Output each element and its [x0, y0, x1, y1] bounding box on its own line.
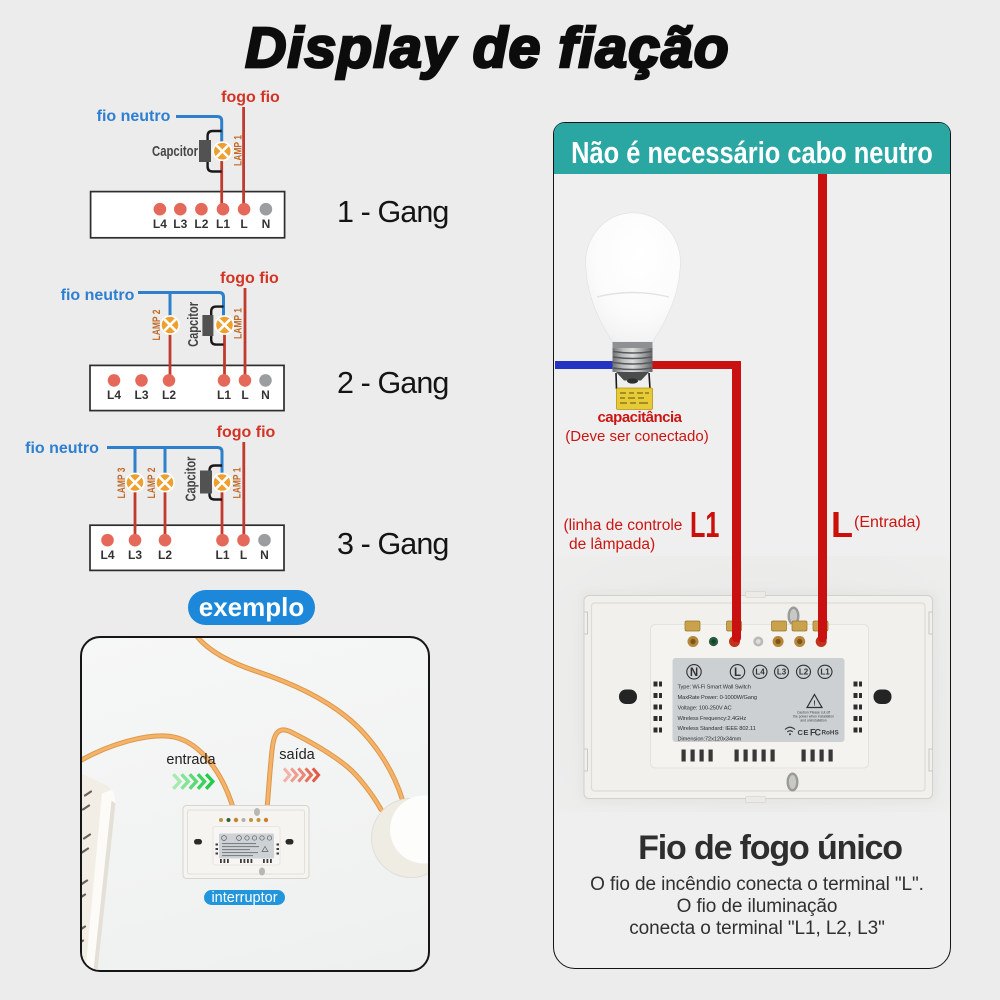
svg-text:LAMP 1: LAMP 1 — [231, 468, 243, 499]
svg-text:CE: CE — [797, 728, 808, 737]
svg-text:L1: L1 — [216, 217, 230, 231]
svg-text:Caution Please cut off: Caution Please cut off — [796, 711, 829, 715]
svg-text:L3: L3 — [776, 668, 786, 677]
svg-text:L: L — [240, 548, 247, 562]
svg-text:L: L — [240, 217, 247, 231]
svg-text:RoHS: RoHS — [821, 730, 838, 737]
svg-text:Voltage: 100-250V AC: Voltage: 100-250V AC — [677, 706, 731, 712]
svg-text:L1: L1 — [820, 668, 830, 677]
svg-text:L2: L2 — [162, 388, 176, 402]
svg-text:LAMP 2: LAMP 2 — [146, 468, 158, 499]
svg-text:Capcitor: Capcitor — [184, 456, 200, 501]
svg-text:Wireless Frequency:2.4GHz: Wireless Frequency:2.4GHz — [677, 716, 746, 722]
svg-text:L4: L4 — [755, 668, 765, 677]
svg-text:L3: L3 — [173, 217, 187, 231]
svg-text:Type: Wi-Fi Smart Wall Switch: Type: Wi-Fi Smart Wall Switch — [677, 685, 750, 691]
svg-text:L3: L3 — [128, 548, 142, 562]
svg-text:N: N — [261, 388, 270, 402]
svg-text:Capcitor: Capcitor — [186, 302, 202, 347]
svg-text:N: N — [262, 217, 271, 231]
svg-text:LAMP 1: LAMP 1 — [233, 135, 245, 166]
svg-text:L4: L4 — [100, 548, 114, 562]
svg-text:L2: L2 — [194, 217, 208, 231]
svg-text:the power when installation: the power when installation — [793, 715, 834, 719]
svg-text:FC: FC — [810, 728, 821, 738]
svg-text:LAMP 3: LAMP 3 — [116, 468, 128, 499]
svg-text:Dimension:72x120x34mm: Dimension:72x120x34mm — [677, 737, 741, 743]
svg-text:L4: L4 — [107, 388, 121, 402]
svg-text:LAMP 2: LAMP 2 — [151, 310, 163, 341]
svg-text:L1: L1 — [217, 388, 231, 402]
svg-text:N: N — [260, 548, 269, 562]
svg-text:L: L — [733, 667, 740, 679]
svg-text:L2: L2 — [798, 668, 808, 677]
svg-text:L: L — [241, 388, 248, 402]
svg-text:Wireless Standard: IEEE 802.11: Wireless Standard: IEEE 802.11 — [677, 726, 755, 732]
svg-text:LAMP 1: LAMP 1 — [232, 308, 244, 339]
svg-text:L4: L4 — [153, 217, 167, 231]
svg-text:and uninstallation: and uninstallation — [800, 719, 827, 723]
svg-text:MaxRate Power: 0-1000W/Gang: MaxRate Power: 0-1000W/Gang — [677, 695, 757, 701]
svg-text:L2: L2 — [158, 548, 172, 562]
svg-text:L3: L3 — [134, 388, 148, 402]
svg-text:L1: L1 — [215, 548, 229, 562]
svg-text:N: N — [689, 667, 697, 679]
svg-text:Capcitor: Capcitor — [152, 144, 198, 160]
svg-text:!: ! — [813, 701, 815, 708]
